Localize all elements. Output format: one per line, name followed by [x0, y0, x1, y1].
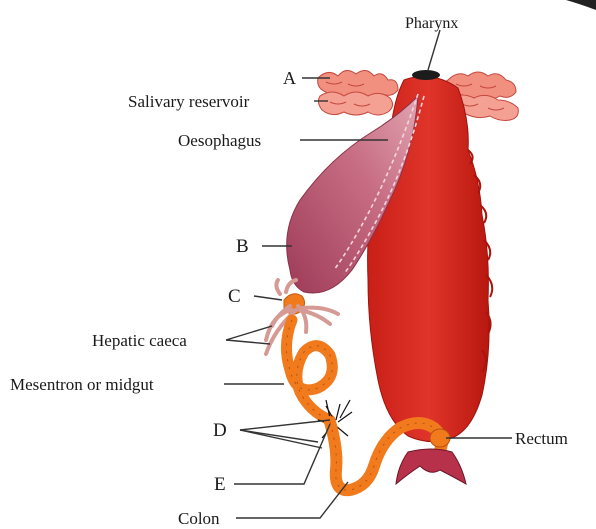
label-mesentron: Mesentron or midgut	[10, 375, 154, 394]
hepatic-caeca	[264, 278, 340, 356]
crop-organ	[286, 94, 419, 294]
label-salivary-reservoir: Salivary reservoir	[128, 92, 250, 111]
label-d: D	[213, 420, 227, 441]
midgut-tube	[281, 314, 338, 426]
label-e: E	[214, 474, 226, 495]
label-a: A	[283, 68, 296, 88]
label-colon: Colon	[178, 509, 220, 528]
body-segments	[467, 149, 494, 373]
label-c: C	[228, 286, 241, 307]
label-hepatic-caeca: Hepatic caeca	[92, 331, 187, 350]
salivary-gland-left	[317, 70, 399, 116]
anal-cerci	[395, 448, 467, 486]
oesophagus-tube	[333, 93, 419, 271]
corner-mark	[566, 0, 596, 10]
label-b: B	[236, 236, 249, 257]
pharynx-opening	[412, 70, 440, 80]
leader-lines	[224, 29, 512, 519]
label-rectum: Rectum	[515, 429, 568, 448]
label-oesophagus: Oesophagus	[178, 131, 261, 150]
label-pharynx: Pharynx	[405, 15, 458, 32]
